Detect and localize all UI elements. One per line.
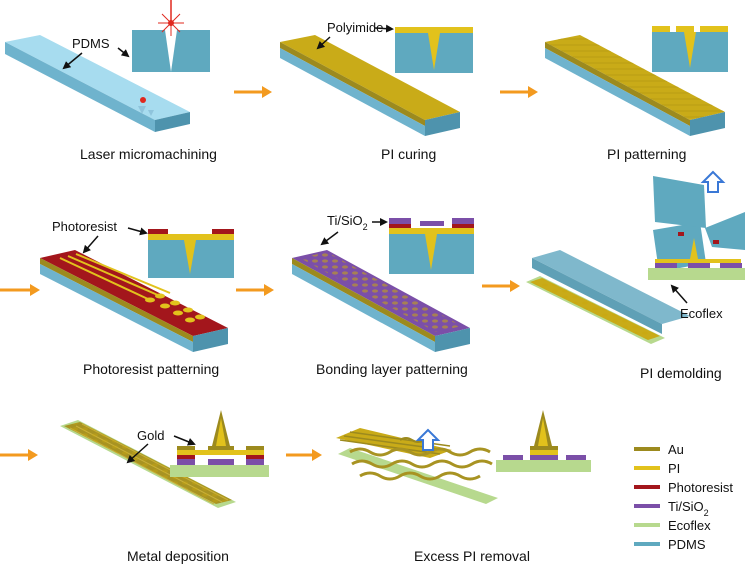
pdms-strip: [5, 35, 190, 132]
pi-strip: [280, 35, 460, 136]
legend-item-ti-sio2: Ti/SiO2: [634, 499, 709, 518]
laser-icon: [158, 0, 184, 36]
polyimide-section-arrow: [374, 24, 394, 33]
step-photoresist-patterning: Photoresist Photoresist patterning: [40, 219, 234, 377]
bonding-callout-arrow: [320, 231, 339, 246]
svg-text:Ti/SiO2: Ti/SiO2: [668, 499, 709, 518]
serpentine-electrodes: [349, 447, 493, 481]
ecoflex-callout-label: Ecoflex: [680, 306, 723, 321]
gold-callout-label: Gold: [137, 428, 164, 443]
pi-cross-section: [395, 27, 473, 73]
bonding-cross-section: [389, 218, 474, 274]
photoresist-callout-arrow: [82, 235, 99, 254]
pdms-cross-section: [132, 30, 210, 72]
demolded-pi-strip: [526, 276, 665, 344]
gold-strip: [60, 420, 236, 508]
photoresist-strip: [40, 250, 228, 352]
legend-item-au: Au: [634, 442, 684, 457]
step-pi-curing: Polyimide PI curing: [280, 20, 473, 162]
gold-callout-arrow: [126, 443, 149, 464]
flow-arrow-head: [264, 284, 274, 296]
gold-section-arrow: [173, 435, 196, 446]
svg-text:Photoresist: Photoresist: [668, 480, 733, 495]
legend-item-photoresist: Photoresist: [634, 480, 733, 495]
polyimide-callout-arrow: [316, 36, 331, 50]
step-caption-photoresist-patterning: Photoresist patterning: [83, 361, 219, 377]
pdms-section-arrow: [117, 47, 130, 58]
legend-item-pdms: PDMS: [634, 537, 706, 552]
pdms-callout-label: PDMS: [72, 36, 110, 51]
flow-arrow-head: [30, 284, 40, 296]
removal-cross-section: [496, 410, 591, 472]
legend-item-pi: PI: [634, 461, 680, 476]
photoresist-section-arrow: [127, 227, 148, 236]
photoresist-callout-label: Photoresist: [52, 219, 117, 234]
patterned-pi-strip: [545, 35, 725, 136]
step-caption-laser-micromachining: Laser micromachining: [80, 146, 217, 162]
svg-text:PDMS: PDMS: [668, 537, 706, 552]
step-caption-pi-curing: PI curing: [381, 146, 436, 162]
lift-up-arrow-icon: [415, 428, 441, 451]
step-excess-pi-removal: Excess PI removal: [336, 410, 591, 564]
flow-arrow-head: [312, 449, 322, 461]
step-laser-micromachining: PDMS Laser micromachining: [5, 0, 217, 162]
step-caption-bonding-layer-patterning: Bonding layer patterning: [316, 361, 468, 377]
flow-arrow-head: [28, 449, 38, 461]
flow-arrow-head: [510, 280, 520, 292]
svg-text:Ecoflex: Ecoflex: [668, 518, 711, 533]
step-pi-patterning: PI patterning: [545, 26, 728, 162]
flow-arrow-head: [528, 86, 538, 98]
photoresist-cross-section: [148, 229, 234, 278]
step-metal-deposition: Gold Metal deposition: [60, 410, 269, 564]
polyimide-callout-label: Polyimide: [327, 20, 383, 35]
demolding-cross-section: [648, 176, 745, 280]
step-caption-pi-patterning: PI patterning: [607, 146, 686, 162]
lift-up-arrow-icon: [700, 170, 726, 193]
step-caption-metal-deposition: Metal deposition: [127, 548, 229, 564]
svg-text:Au: Au: [668, 442, 684, 457]
pdms-callout-arrow: [62, 52, 83, 70]
step-caption-excess-pi-removal: Excess PI removal: [414, 548, 530, 564]
patterned-pi-cross-section: [652, 26, 728, 72]
bonding-strip: [292, 250, 470, 352]
svg-text:PI: PI: [668, 461, 680, 476]
ecoflex-callout-arrow: [670, 284, 688, 304]
gold-cross-section: [170, 410, 269, 477]
bonding-callout-label: Ti/SiO2: [327, 213, 368, 232]
demolded-pdms-strip: [532, 250, 690, 334]
step-bonding-layer-patterning: Ti/SiO2 Bonding layer patterning: [292, 213, 474, 377]
step-caption-pi-demolding: PI demolding: [640, 365, 722, 381]
legend-item-ecoflex: Ecoflex: [634, 518, 711, 533]
step-pi-demolding: Ecoflex PI demolding: [526, 170, 745, 381]
legend: Au PI Photoresist Ti/SiO2 Ecoflex PDMS: [634, 442, 733, 552]
flow-arrow-head: [262, 86, 272, 98]
